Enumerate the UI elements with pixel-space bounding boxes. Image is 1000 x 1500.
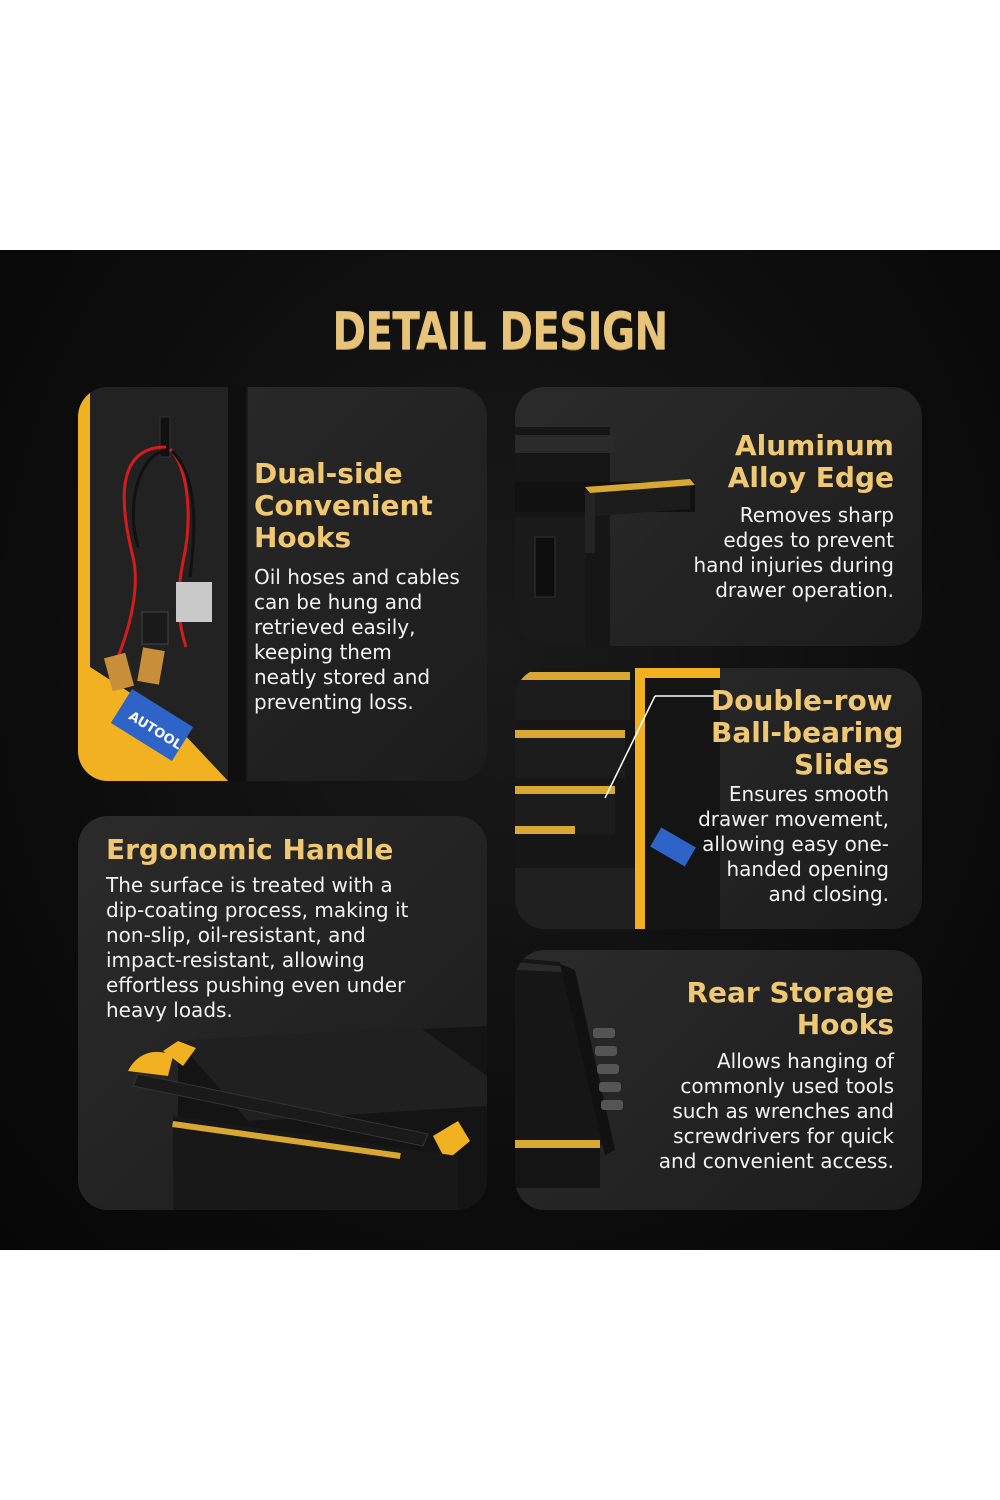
card-description: Oil hoses and cables can be hung and ret… (254, 565, 460, 714)
side-hooks-photo: AUTOOL (78, 387, 248, 781)
card-description: Removes sharp edges to prevent hand inju… (693, 503, 894, 602)
drawer-slides-photo (515, 668, 720, 929)
card-description: The surface is treated with a dip-coatin… (106, 873, 409, 1022)
card-dual-side-hooks: AUTOOL Dual-side Convenient Hooks Oil ho… (78, 387, 487, 781)
card-title: Dual-side Convenient Hooks (254, 457, 433, 554)
card-ergonomic-handle: Ergonomic Handle The surface is treated … (78, 816, 487, 1210)
page-title: DETAIL DESIGN (332, 302, 668, 362)
card-title: Aluminum Alloy Edge (727, 429, 894, 494)
card-description: Ensures smooth drawer movement, allowing… (698, 782, 889, 906)
card-ball-bearing-slides: Double-row Ball-bearing Slides Ensures s… (515, 668, 922, 929)
card-rear-storage-hooks: Rear Storage Hooks Allows hanging of com… (515, 950, 922, 1210)
drawer-edge-photo (515, 427, 695, 646)
detail-design-banner: DETAIL DESIGN AUTOOL Dual-side Convenien… (0, 250, 1000, 1250)
card-title: Double-row Ball-bearing Slides (711, 684, 904, 781)
card-description: Allows hanging of commonly used tools su… (658, 1049, 894, 1173)
handle-photo (128, 1026, 487, 1210)
rear-hooks-photo (515, 958, 623, 1188)
card-title: Ergonomic Handle (106, 833, 394, 866)
card-title: Rear Storage Hooks (686, 976, 894, 1041)
card-aluminum-edge: Aluminum Alloy Edge Removes sharp edges … (515, 387, 922, 646)
